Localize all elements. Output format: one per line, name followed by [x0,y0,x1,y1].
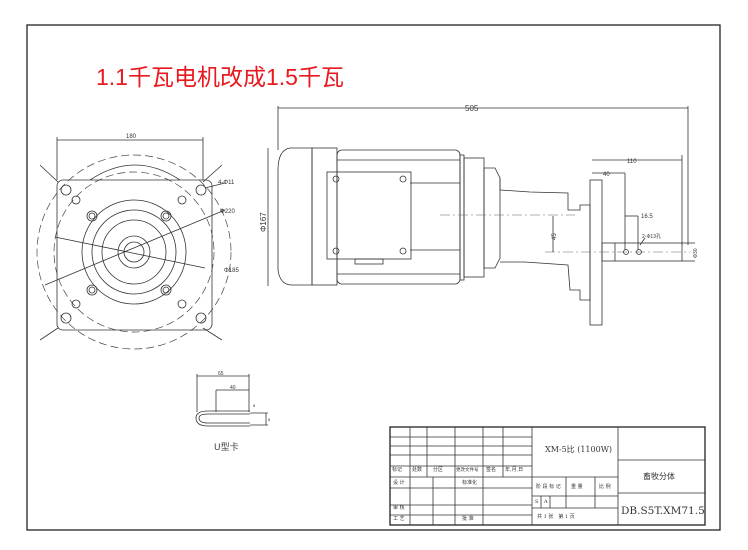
dim-holes: 4-Φ11 [218,180,235,186]
design-label: 设 计 [393,479,405,486]
dim-shaft: Φ30 [693,248,699,258]
header-sign: 签名 [486,466,496,473]
approve-label: 批 准 [462,515,474,522]
dim-180: 180 [126,134,137,140]
process-label: 工 艺 [393,516,405,522]
header-date: 年,月,日 [505,466,523,473]
dim-d167: Φ167 [259,212,268,232]
u-clip-label: U型卡 [214,441,239,453]
u-dim-8b: 8 [268,417,271,422]
u-clip-view: 65 40 8 8 U型卡 [195,371,271,453]
flange-front-view: 180 4-Φ11 Φ220 Φ185 [36,134,239,350]
stage-a: A [543,499,548,505]
stage-s: S [535,499,539,505]
dim-505: 505 [465,104,479,113]
part-name: 畜牧分体 [643,471,675,481]
stage-label: 阶 段 标 记 [536,483,561,490]
sheet-border [26,24,721,531]
dim-d220: Φ220 [220,209,235,215]
dim-d185: Φ185 [224,268,239,274]
header-mark: 标记 [392,466,402,473]
header-zone: 分区 [433,466,443,473]
title-block: XM-5比 (1100W) 标记 处数 分区 更改文件号 签名 年,月,日 设 … [389,426,706,526]
drawing-title: 1.1千瓦电机改成1.5千瓦 [96,64,344,90]
scale-label: 比 例 [599,483,611,490]
model-label: XM-5比 (1100W) [545,444,612,454]
dim-40: 40 [603,172,610,178]
weight-label: 重 量 [571,483,583,490]
header-count: 处数 [412,466,422,473]
dim-45: 45 [552,233,558,240]
u-dim-8: 8 [253,403,256,408]
dim-110: 110 [627,159,637,165]
sheet-count: 共 1 张 第 1 页 [537,513,575,520]
review-label: 审 核 [393,504,405,511]
u-dim-40: 40 [230,385,236,391]
header-change-doc: 更改文件号 [456,466,479,473]
drawing-number: DB.S5T.XM71.5 [621,505,705,517]
dim-16-5: 16.5 [641,214,653,220]
u-dim-65: 65 [218,371,224,377]
dim-2-holes: 2-Φ13孔 [642,233,661,240]
motor-side-view: 505 Φ167 110 40 16.5 2-Φ13孔 45 Φ30 [259,104,699,326]
standard-label: 标准化 [462,479,477,486]
